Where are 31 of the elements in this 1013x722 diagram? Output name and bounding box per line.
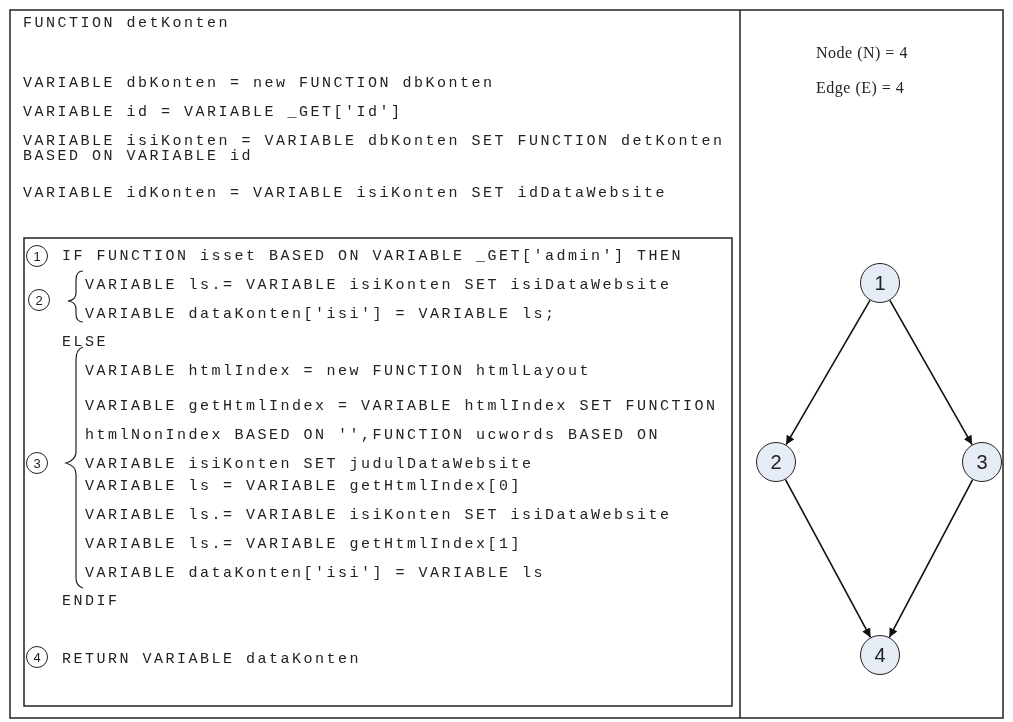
- code-line: IF FUNCTION isset BASED ON VARIABLE _GET['admin'] THEN: [62, 249, 684, 264]
- callout-number: 2: [28, 289, 50, 311]
- arrow: [785, 299, 871, 446]
- code-line: VARIABLE idKonten = VARIABLE isiKonten SET idDataWebsite: [23, 186, 668, 201]
- graph-node-circle: 2: [756, 442, 796, 482]
- code-line: VARIABLE ls.= VARIABLE isiKonten SET isiDataWebsite: [85, 278, 672, 293]
- code-line: VARIABLE id = VARIABLE _GET['Id']: [23, 105, 403, 120]
- code-line: ENDIF: [62, 594, 120, 609]
- code-line: VARIABLE isiKonten = VARIABLE dbKonten SET FUNCTION detKonten BASED ON VARIABLE id: [23, 134, 726, 164]
- code-line: VARIABLE dbKonten = new FUNCTION dbKonten: [23, 76, 495, 91]
- callout-number: 4: [26, 646, 48, 668]
- code-line: ELSE: [62, 335, 108, 350]
- code-line: RETURN VARIABLE dataKonten: [62, 652, 362, 667]
- arrow: [888, 478, 974, 639]
- code-line: VARIABLE htmlIndex = new FUNCTION htmlLayout: [85, 364, 592, 379]
- code-line: Node (N) = 4: [816, 45, 908, 60]
- callout-number: 1: [26, 245, 48, 267]
- code-line: VARIABLE dataKonten['isi'] = VARIABLE ls;: [85, 307, 557, 322]
- arrow: [889, 299, 973, 446]
- code-line: FUNCTION detKonten: [23, 16, 231, 31]
- graph-node-circle: 1: [860, 263, 900, 303]
- graph-node-circle: 4: [860, 635, 900, 675]
- code-line: Edge (E) = 4: [816, 80, 905, 95]
- arrow: [784, 478, 872, 639]
- code-line: VARIABLE getHtmlIndex = VARIABLE htmlIndex SET FUNCTION htmlNonIndex BASED ON '',FUNCTION ucwords BASED ON VARIABLE isiKonten SET judulDataWebsite: [85, 397, 719, 475]
- code-line: VARIABLE ls.= VARIABLE isiKonten SET isiDataWebsite: [85, 508, 672, 523]
- callout-number: 3: [26, 452, 48, 474]
- code-line: VARIABLE ls.= VARIABLE getHtmlIndex[1]: [85, 537, 523, 552]
- code-line: VARIABLE ls = VARIABLE getHtmlIndex[0]: [85, 479, 523, 494]
- graph-node-circle: 3: [962, 442, 1002, 482]
- code-line: VARIABLE dataKonten['isi'] = VARIABLE ls: [85, 566, 546, 581]
